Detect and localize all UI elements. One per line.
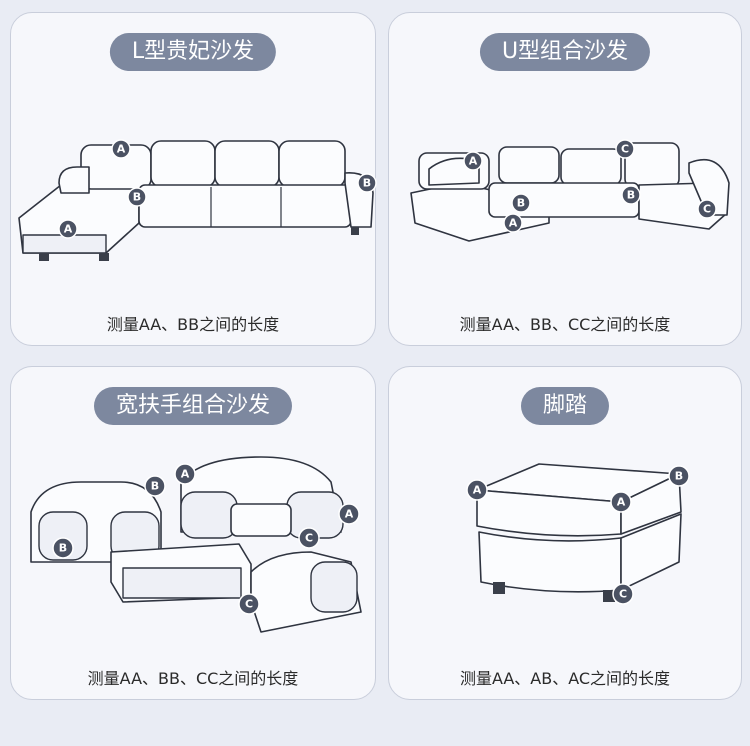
card-caption: 测量AA、BB之间的长度 xyxy=(106,315,280,334)
svg-text:C: C xyxy=(619,588,627,601)
svg-text:B: B xyxy=(59,542,67,555)
svg-text:A: A xyxy=(64,223,73,236)
card-title: 脚踏 xyxy=(520,387,610,425)
label-a-right: A xyxy=(338,503,360,525)
svg-text:C: C xyxy=(245,598,253,611)
svg-text:B: B xyxy=(133,191,141,204)
label-b-left: B xyxy=(52,537,74,559)
svg-text:A: A xyxy=(345,508,354,521)
card-title: U型组合沙发 xyxy=(479,33,651,71)
ottoman-illustration: A A B C xyxy=(466,463,690,605)
svg-text:B: B xyxy=(675,470,683,483)
label-a-top: A xyxy=(111,139,131,159)
svg-text:A: A xyxy=(473,484,482,497)
label-a-bottom: A xyxy=(503,213,523,233)
u-sofa-illustration: A A B B C C xyxy=(410,139,730,242)
card-caption: 测量AA、AB、AC之间的长度 xyxy=(459,669,671,688)
label-b-left: B xyxy=(127,187,147,207)
svg-text:B: B xyxy=(363,177,371,190)
svg-text:B: B xyxy=(517,197,525,210)
card-title: L型贵妃沙发 xyxy=(109,33,277,71)
svg-text:B: B xyxy=(627,189,635,202)
label-c: C xyxy=(612,583,634,605)
label-a-top: A xyxy=(174,463,196,485)
svg-text:A: A xyxy=(469,155,478,168)
card-caption: 测量AA、BB、CC之间的长度 xyxy=(87,669,299,688)
label-c-right: C xyxy=(697,199,717,219)
card-ottoman: 脚踏 A A B C 测量AA、AB、AC之间的长度 xyxy=(388,366,742,700)
label-b-left: B xyxy=(511,193,531,213)
label-b-right: B xyxy=(357,173,377,193)
l-sofa-illustration: A A B B xyxy=(18,139,377,261)
label-c-bottom: C xyxy=(238,593,260,615)
svg-text:A: A xyxy=(509,217,518,230)
svg-text:C: C xyxy=(703,203,711,216)
card-u-sofa: U型组合沙发 A A B B C C 测量AA、BB、CC之间的长度 xyxy=(388,12,742,346)
wide-arm-sofa-illustration: A A B B C C xyxy=(30,456,362,633)
card-l-sofa: L型贵妃沙发 A A B B 测量AA、BB xyxy=(10,12,377,346)
label-c-top: C xyxy=(298,527,320,549)
label-a-right: A xyxy=(610,491,632,513)
label-a-top: A xyxy=(463,151,483,171)
svg-text:A: A xyxy=(617,496,626,509)
card-title: 宽扶手组合沙发 xyxy=(93,387,293,425)
label-c-top: C xyxy=(615,139,635,159)
label-a-bottom: A xyxy=(58,219,78,239)
card-caption: 测量AA、BB、CC之间的长度 xyxy=(459,315,671,334)
card-wide-arm-sofa: 宽扶手组合沙发 A A B B C C 测量AA、BB、CC之间的长度 xyxy=(10,366,376,700)
svg-text:A: A xyxy=(181,468,190,481)
label-b-top: B xyxy=(144,475,166,497)
label-a-left: A xyxy=(466,479,488,501)
label-b: B xyxy=(668,465,690,487)
svg-text:C: C xyxy=(621,143,629,156)
svg-text:C: C xyxy=(305,532,313,545)
label-b-right: B xyxy=(621,185,641,205)
svg-text:A: A xyxy=(117,143,126,156)
svg-text:B: B xyxy=(151,480,159,493)
